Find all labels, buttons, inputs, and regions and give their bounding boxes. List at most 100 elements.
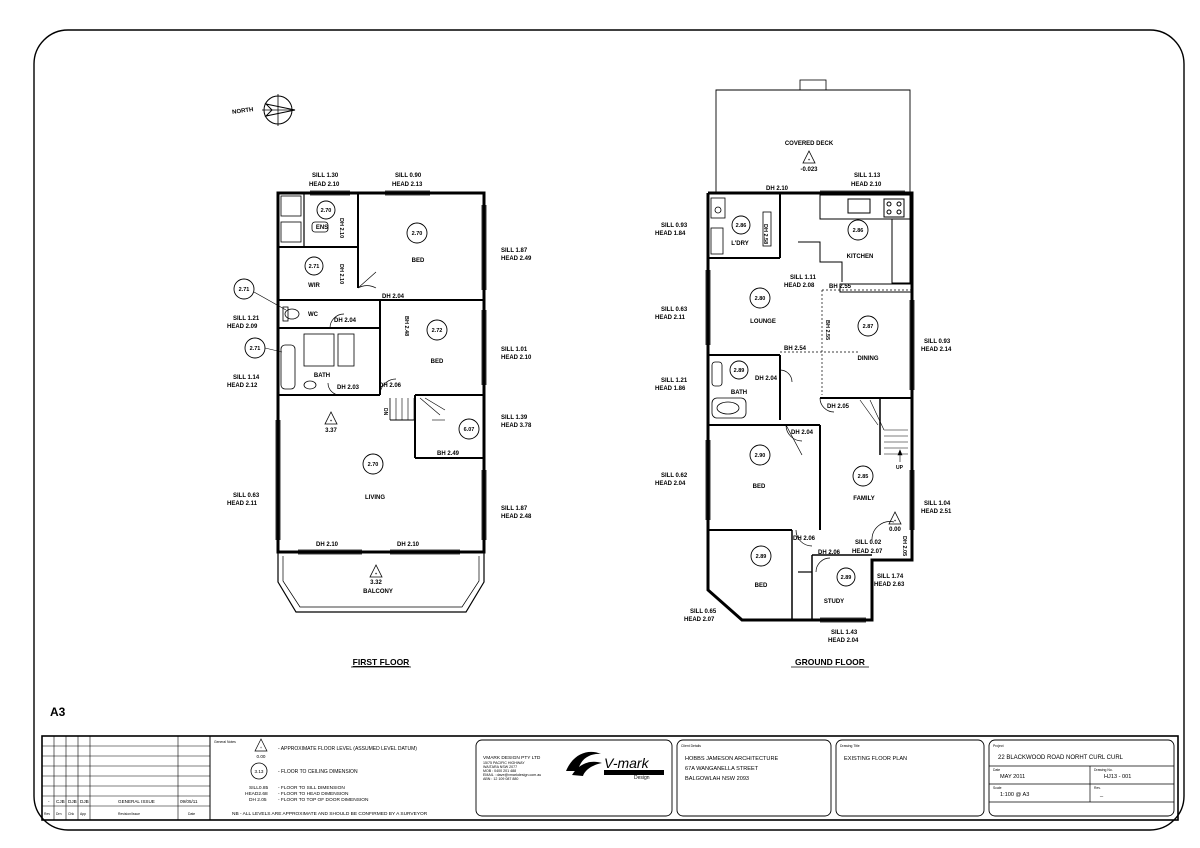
legend-floor-level-value: 0.00 bbox=[257, 754, 266, 759]
gf-sill-family: SILL 0.02 bbox=[855, 540, 882, 546]
ff-head-top-left: HEAD 2.10 bbox=[309, 182, 340, 188]
gf-stairs bbox=[859, 399, 908, 462]
gf-dh-bed-bot: DH 2.06 bbox=[793, 536, 816, 542]
legend-dh-text: - FLOOR TO TOP OF DOOR DIMENSION bbox=[278, 797, 369, 803]
north-arrow: NORTH bbox=[232, 94, 296, 126]
legend-ceiling-value: 3.13 bbox=[255, 769, 264, 774]
gf-head-family: HEAD 2.07 bbox=[852, 549, 883, 555]
gf-head-right2: HEAD 2.51 bbox=[921, 509, 952, 515]
ff-head-right2: HEAD 2.10 bbox=[501, 355, 532, 361]
gf-level-markers: 2.86 2.86 2.80 2.87 2.89 2.90 2.85 2.89 … bbox=[729, 215, 879, 587]
drawing-title: EXISTING FLOOR PLAN bbox=[844, 756, 907, 762]
first-floor-title: FIRST FLOOR bbox=[353, 657, 410, 667]
company-mob: MOB : 0400 201 488 bbox=[483, 769, 516, 773]
ff-sill-top-left: SILL 1.30 bbox=[312, 173, 339, 179]
rev-header-chk: Chk bbox=[68, 812, 74, 816]
ff-level-bed-top: 2.70 bbox=[412, 231, 423, 237]
gf-room-ldry: L'DRY bbox=[731, 241, 749, 247]
gf-sill-left2: SILL 0.63 bbox=[661, 307, 688, 313]
north-arrow-icon bbox=[264, 103, 296, 117]
gf-stair-up: UP bbox=[896, 465, 904, 471]
gf-sill-right2: SILL 1.04 bbox=[924, 501, 951, 507]
rev-header-drn: Drn bbox=[56, 812, 62, 816]
ff-bh-bed-mid: BH 2.48 bbox=[403, 316, 409, 336]
gf-room-bed-bot: BED bbox=[755, 583, 768, 589]
project-scale-label: Scale bbox=[993, 786, 1002, 790]
svg-text:+: + bbox=[808, 157, 811, 162]
gf-room-study: STUDY bbox=[824, 599, 844, 605]
gf-head-kitchen: HEAD 2.08 bbox=[784, 283, 815, 289]
ff-fixtures bbox=[280, 195, 355, 390]
project-date: MAY 2011 bbox=[1000, 774, 1025, 780]
gf-dh-bed-mid: DH 2.04 bbox=[791, 430, 814, 436]
svg-text:+: + bbox=[330, 418, 333, 423]
ff-sill-right4: SILL 1.87 bbox=[501, 506, 528, 512]
ff-dh-living-l: DH 2.10 bbox=[316, 542, 339, 548]
ff-head-top-mid: HEAD 2.13 bbox=[392, 182, 423, 188]
ff-sill-right2: SILL 1.01 bbox=[501, 347, 528, 353]
ff-head-left-living: HEAD 2.11 bbox=[227, 501, 258, 507]
ff-level-stair: 6.07 bbox=[464, 427, 475, 433]
gf-sill-deck: SILL 1.13 bbox=[854, 173, 881, 179]
client-line1: HOBBS JAMESON ARCHITECTURE bbox=[685, 756, 779, 762]
ff-floor-level-triangles: + 3.37 + 3.32 bbox=[324, 411, 383, 586]
gf-level-bed-mid: 2.90 bbox=[755, 453, 766, 459]
ff-sill-right1: SILL 1.87 bbox=[501, 248, 528, 254]
ff-dh-bed-mid: DH 2.06 bbox=[379, 383, 402, 389]
gf-sill-kitchen: SILL 1.11 bbox=[790, 275, 817, 281]
ff-bh-stair: BH 2.49 bbox=[437, 451, 460, 457]
legend-nb: NB - ALL LEVELS ARE APPROXIMATE AND SHOU… bbox=[232, 811, 428, 817]
gf-head-left4: HEAD 2.04 bbox=[655, 481, 686, 487]
ff-room-living: LIVING bbox=[365, 495, 385, 501]
title-block-frame bbox=[41, 735, 1179, 821]
gf-head-bottom: HEAD 2.04 bbox=[828, 638, 859, 644]
general-notes-label: General Notes bbox=[214, 740, 236, 744]
legend-sill-text: - FLOOR TO SILL DIMENSION bbox=[278, 785, 345, 791]
ff-head-right1: HEAD 2.49 bbox=[501, 256, 532, 262]
ff-dh-bed-top: DH 2.04 bbox=[382, 294, 405, 300]
gf-sill-study: SILL 1.74 bbox=[877, 574, 904, 580]
ff-head-left-wc: HEAD 2.09 bbox=[227, 324, 258, 330]
gf-head-left1: HEAD 1.84 bbox=[655, 231, 686, 237]
gf-room-dining: DINING bbox=[858, 356, 879, 362]
gf-sill-left3: SILL 1.21 bbox=[661, 378, 688, 384]
gf-level-bath: 2.89 bbox=[734, 368, 745, 374]
ff-sill-right3: SILL 1.39 bbox=[501, 415, 528, 421]
gf-bulkheads bbox=[780, 289, 912, 395]
gf-head-left2: HEAD 2.11 bbox=[655, 315, 686, 321]
gf-outer-wall bbox=[706, 191, 914, 622]
project-rev-label: Rev. bbox=[1094, 786, 1101, 790]
legend-ceiling-text: - FLOOR TO CEILING DIMENSION bbox=[278, 769, 358, 775]
project-dwg-label: Drawing No. bbox=[1094, 768, 1113, 772]
ff-head-left-bath: HEAD 2.12 bbox=[227, 383, 258, 389]
ff-level-wir: 2.71 bbox=[309, 264, 320, 270]
gf-sill-left4: SILL 0.62 bbox=[661, 473, 688, 479]
client-line2: 67A WANGANELLA STREET bbox=[685, 766, 759, 772]
vmark-logo-text-top: V-mark bbox=[604, 755, 650, 771]
vmark-logo: V-mark Design bbox=[566, 751, 664, 781]
ff-room-ens: ENS bbox=[316, 225, 328, 231]
gf-windows bbox=[705, 190, 915, 623]
ff-room-balcony: BALCONY bbox=[363, 589, 393, 595]
gf-floor-level-deck: -0.023 bbox=[800, 167, 818, 173]
project-scale: 1:100 @ A3 bbox=[1000, 792, 1029, 798]
legend-head-text: - FLOOR TO HEAD DIMENSION bbox=[278, 791, 349, 797]
rev-date: 09/05/11 bbox=[180, 799, 198, 804]
gf-dh-ldry: DH 2.58 bbox=[762, 224, 768, 244]
gf-room-lounge: LOUNGE bbox=[750, 319, 776, 325]
ff-room-bed-mid: BED bbox=[431, 359, 444, 365]
ground-floor-title: GROUND FLOOR bbox=[795, 657, 865, 667]
ff-level-wc-callout: 2.71 bbox=[239, 287, 250, 293]
company-line1: 15/75 PACIFIC HIGHWAY bbox=[483, 761, 525, 765]
client-label: Client Details bbox=[681, 744, 701, 748]
rev-header-rev: Rev bbox=[44, 812, 50, 816]
gf-room-bed-mid: BED bbox=[753, 484, 766, 490]
rev-drawn: CJB bbox=[56, 799, 65, 804]
rev-approved: DJB bbox=[80, 799, 89, 804]
gf-level-bed-bot: 2.89 bbox=[756, 554, 767, 560]
gf-head-deck: HEAD 2.10 bbox=[851, 182, 882, 188]
company-email: EMAIL : dave@vmarkdesign.com.au bbox=[483, 773, 541, 777]
company-box bbox=[475, 739, 673, 817]
legend-head-abbr: HEAD2.68 bbox=[245, 791, 268, 797]
